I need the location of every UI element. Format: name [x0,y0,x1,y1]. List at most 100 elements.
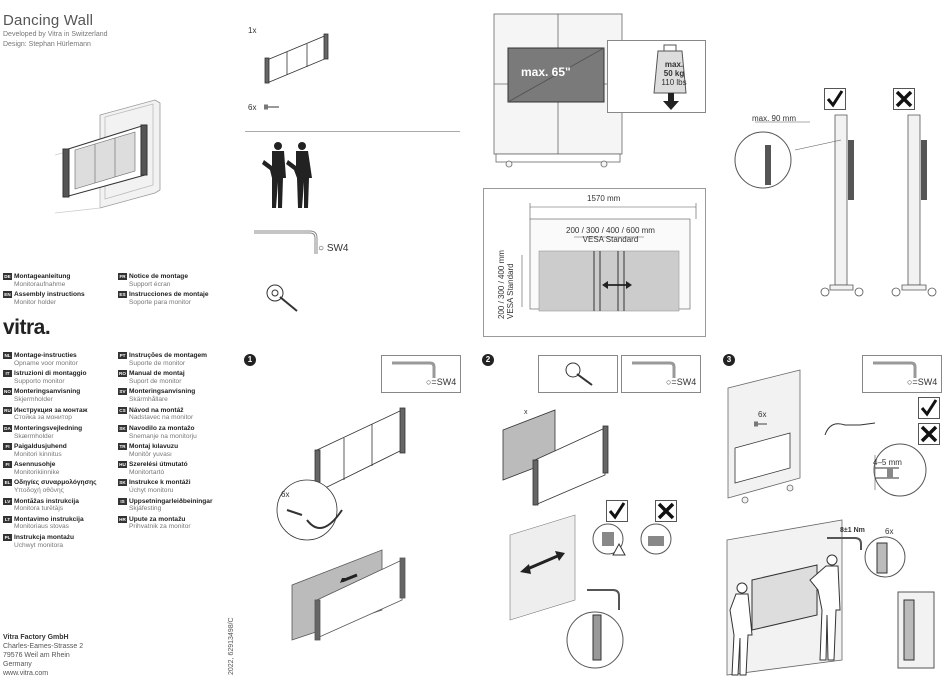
gap-label: 4–5 mm [873,458,902,467]
vesa-v-values: 200 / 300 / 400 mm [497,250,506,319]
hex-key-icon [392,361,436,378]
lang-code: PL [3,533,12,541]
lang-code: FR [118,273,127,280]
step-3-tool-box: ○=SW4 [862,355,942,393]
vesa-h-standard: VESA Standard [582,235,639,244]
screw-icon [754,421,767,427]
step-1-tool-box: ○=SW4 [381,355,461,393]
lang-title: Montāžas instrukcija [14,497,79,505]
website: www.vitra.com [3,670,49,677]
step-1-qty: 6x [281,490,290,499]
step-2-tool-label: ○=SW4 [666,377,696,387]
lang-sub: Úchyt monitoru [129,487,174,495]
lang-title: Paigaldusjuhend [14,442,67,450]
lang-code: IT [3,370,12,378]
cross-icon [893,88,915,110]
screw-icon [264,104,279,110]
lang-title: Manual de montaj [129,370,185,378]
lang-code: FI [3,442,12,450]
step-2-number: 2 [482,354,494,366]
lang-title: Instrukce k montáži [129,479,191,487]
lang-title: Asennusohje [14,461,56,469]
lang-code: DE [3,273,12,280]
lang-code: EN [3,291,12,299]
weight-kg: 50 kg [663,69,685,78]
lang-title: Assembly instructions [14,291,85,299]
screws-qty: 6x [248,103,257,112]
lang-sub: Monitoraufnahme [14,280,66,288]
lang-title: Istruzioni di montaggio [14,370,87,378]
lang-code: IS [118,497,127,505]
keyhole-wrong-icon [640,523,672,555]
max-weight-box: max. 50 kg 110 lbs [607,40,706,113]
lang-sub: Suporte de monitor [129,359,186,367]
lang-code: SK [118,424,127,432]
step-2-tape-box [538,355,618,393]
lang-code: RU [3,406,12,414]
tool-size: SW4 [326,243,349,254]
width-dim: 1570 mm [587,194,621,203]
hand-screw-detail [824,422,876,436]
weight-lbs: 110 lbs [661,78,687,87]
country: Germany [3,661,32,668]
lang-sub: Snemanje na monitorju [129,432,197,440]
step-1-tool-label: ○=SW4 [426,377,456,387]
step-2-tool-box: ○=SW4 [621,355,701,393]
check-icon [824,88,846,110]
lang-title: Инструкция за монтаж [14,406,88,414]
lang-sub: Monitorikiinnike [14,468,60,476]
step-3-wall-illustration [727,369,801,504]
cross-icon [655,500,677,522]
lang-code: CS [118,406,127,414]
lang-sub: Soporte para monitor [129,298,191,306]
lang-code: DA [3,424,12,432]
lang-title: Monteringsanvisning [14,388,81,396]
vitra-logo: vitra. [3,316,51,339]
torque-label: 8±1 Nm [840,527,865,534]
hero-dancing-wall-illustration [54,99,161,214]
step-2-tool: SW4 [676,377,697,387]
step-1-number: 1 [244,354,256,366]
lang-title: Návod na montáž [129,406,184,414]
step-3-lift-illustration [726,519,843,676]
lang-sub: Υποδοχή οθόνης [14,487,64,495]
street: Charles-Eames-Strasse 2 [3,643,84,650]
lang-title: Instrukcja montażu [14,533,75,541]
lang-title: Οδηγίες συναρμολόγησης [14,479,97,487]
step-3-qty-2: 6x [885,527,894,536]
step-2-illustration [502,409,624,669]
lang-code: LT [3,515,12,523]
lang-code: ES [118,291,127,299]
step-3-number: 3 [723,354,735,366]
vesa-horizontal-dim: 200 / 300 / 400 / 600 mm VESA Standard [566,226,655,244]
lang-sub: Skjermholder [14,396,53,404]
down-arrow-icon [663,93,679,110]
check-icon [606,500,628,522]
vesa-v-standard: VESA Standard [506,263,515,319]
circle-icon: ○ [318,243,327,254]
side-view-wrong [891,114,937,297]
lang-title: Montageanleitung [14,273,71,280]
lang-sub: Nadstavec na monitor [129,414,194,422]
torque-wrench-icon [827,537,862,550]
weight-max: max. [664,60,684,69]
cross-icon [918,423,940,445]
lang-sub: Monitortartó [129,468,165,476]
